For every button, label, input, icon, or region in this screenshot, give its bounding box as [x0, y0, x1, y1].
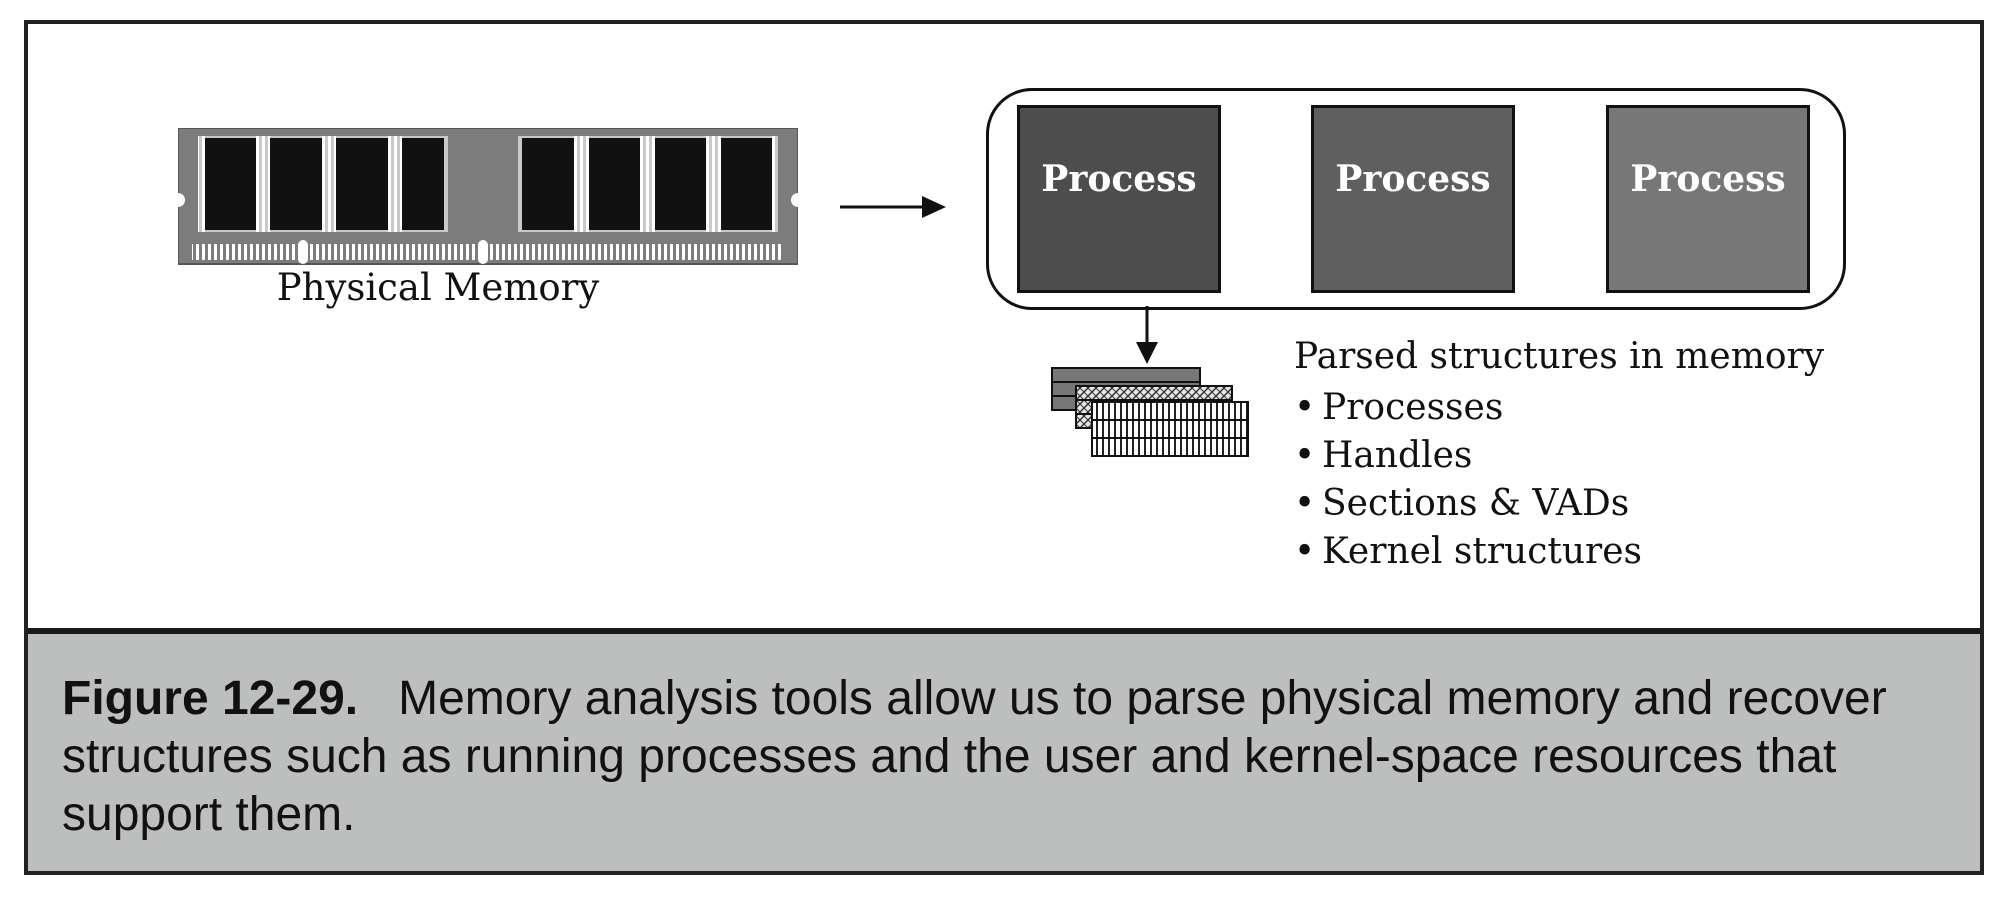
figure-caption: Figure 12-29.Memory analysis tools allow… — [28, 634, 1980, 871]
figure-diagram: Physical Memory Process Process Process — [28, 24, 1980, 628]
physical-memory-label: Physical Memory — [276, 266, 600, 309]
list-item: •Handles — [1294, 432, 1642, 480]
bullet-icon: • — [1294, 387, 1316, 428]
bullet-icon: • — [1294, 531, 1316, 572]
arrow-right-icon — [840, 196, 946, 218]
ram-module-icon — [178, 128, 798, 265]
process-box-1: Process — [1017, 105, 1221, 293]
process-group: Process Process Process — [986, 88, 1846, 310]
caption-text-block: Figure 12-29.Memory analysis tools allow… — [62, 670, 1942, 844]
process-box-3: Process — [1606, 105, 1810, 293]
list-item: •Sections & VADs — [1294, 480, 1642, 528]
memory-structures-stack-icon — [1051, 367, 1249, 457]
figure-frame: Physical Memory Process Process Process — [24, 20, 1984, 875]
arrow-down-icon — [1136, 306, 1158, 364]
list-item: •Kernel structures — [1294, 528, 1642, 576]
list-item: •Processes — [1294, 384, 1642, 432]
caption-body: Memory analysis tools allow us to parse … — [62, 672, 1887, 841]
caption-divider — [28, 628, 1980, 634]
structures-title: Parsed structures in memory — [1294, 336, 1825, 377]
structures-list: •Processes •Handles •Sections & VADs •Ke… — [1294, 384, 1642, 576]
bullet-icon: • — [1294, 483, 1316, 524]
process-box-2: Process — [1311, 105, 1515, 293]
bullet-icon: • — [1294, 435, 1316, 476]
caption-label: Figure 12-29. — [62, 672, 359, 725]
